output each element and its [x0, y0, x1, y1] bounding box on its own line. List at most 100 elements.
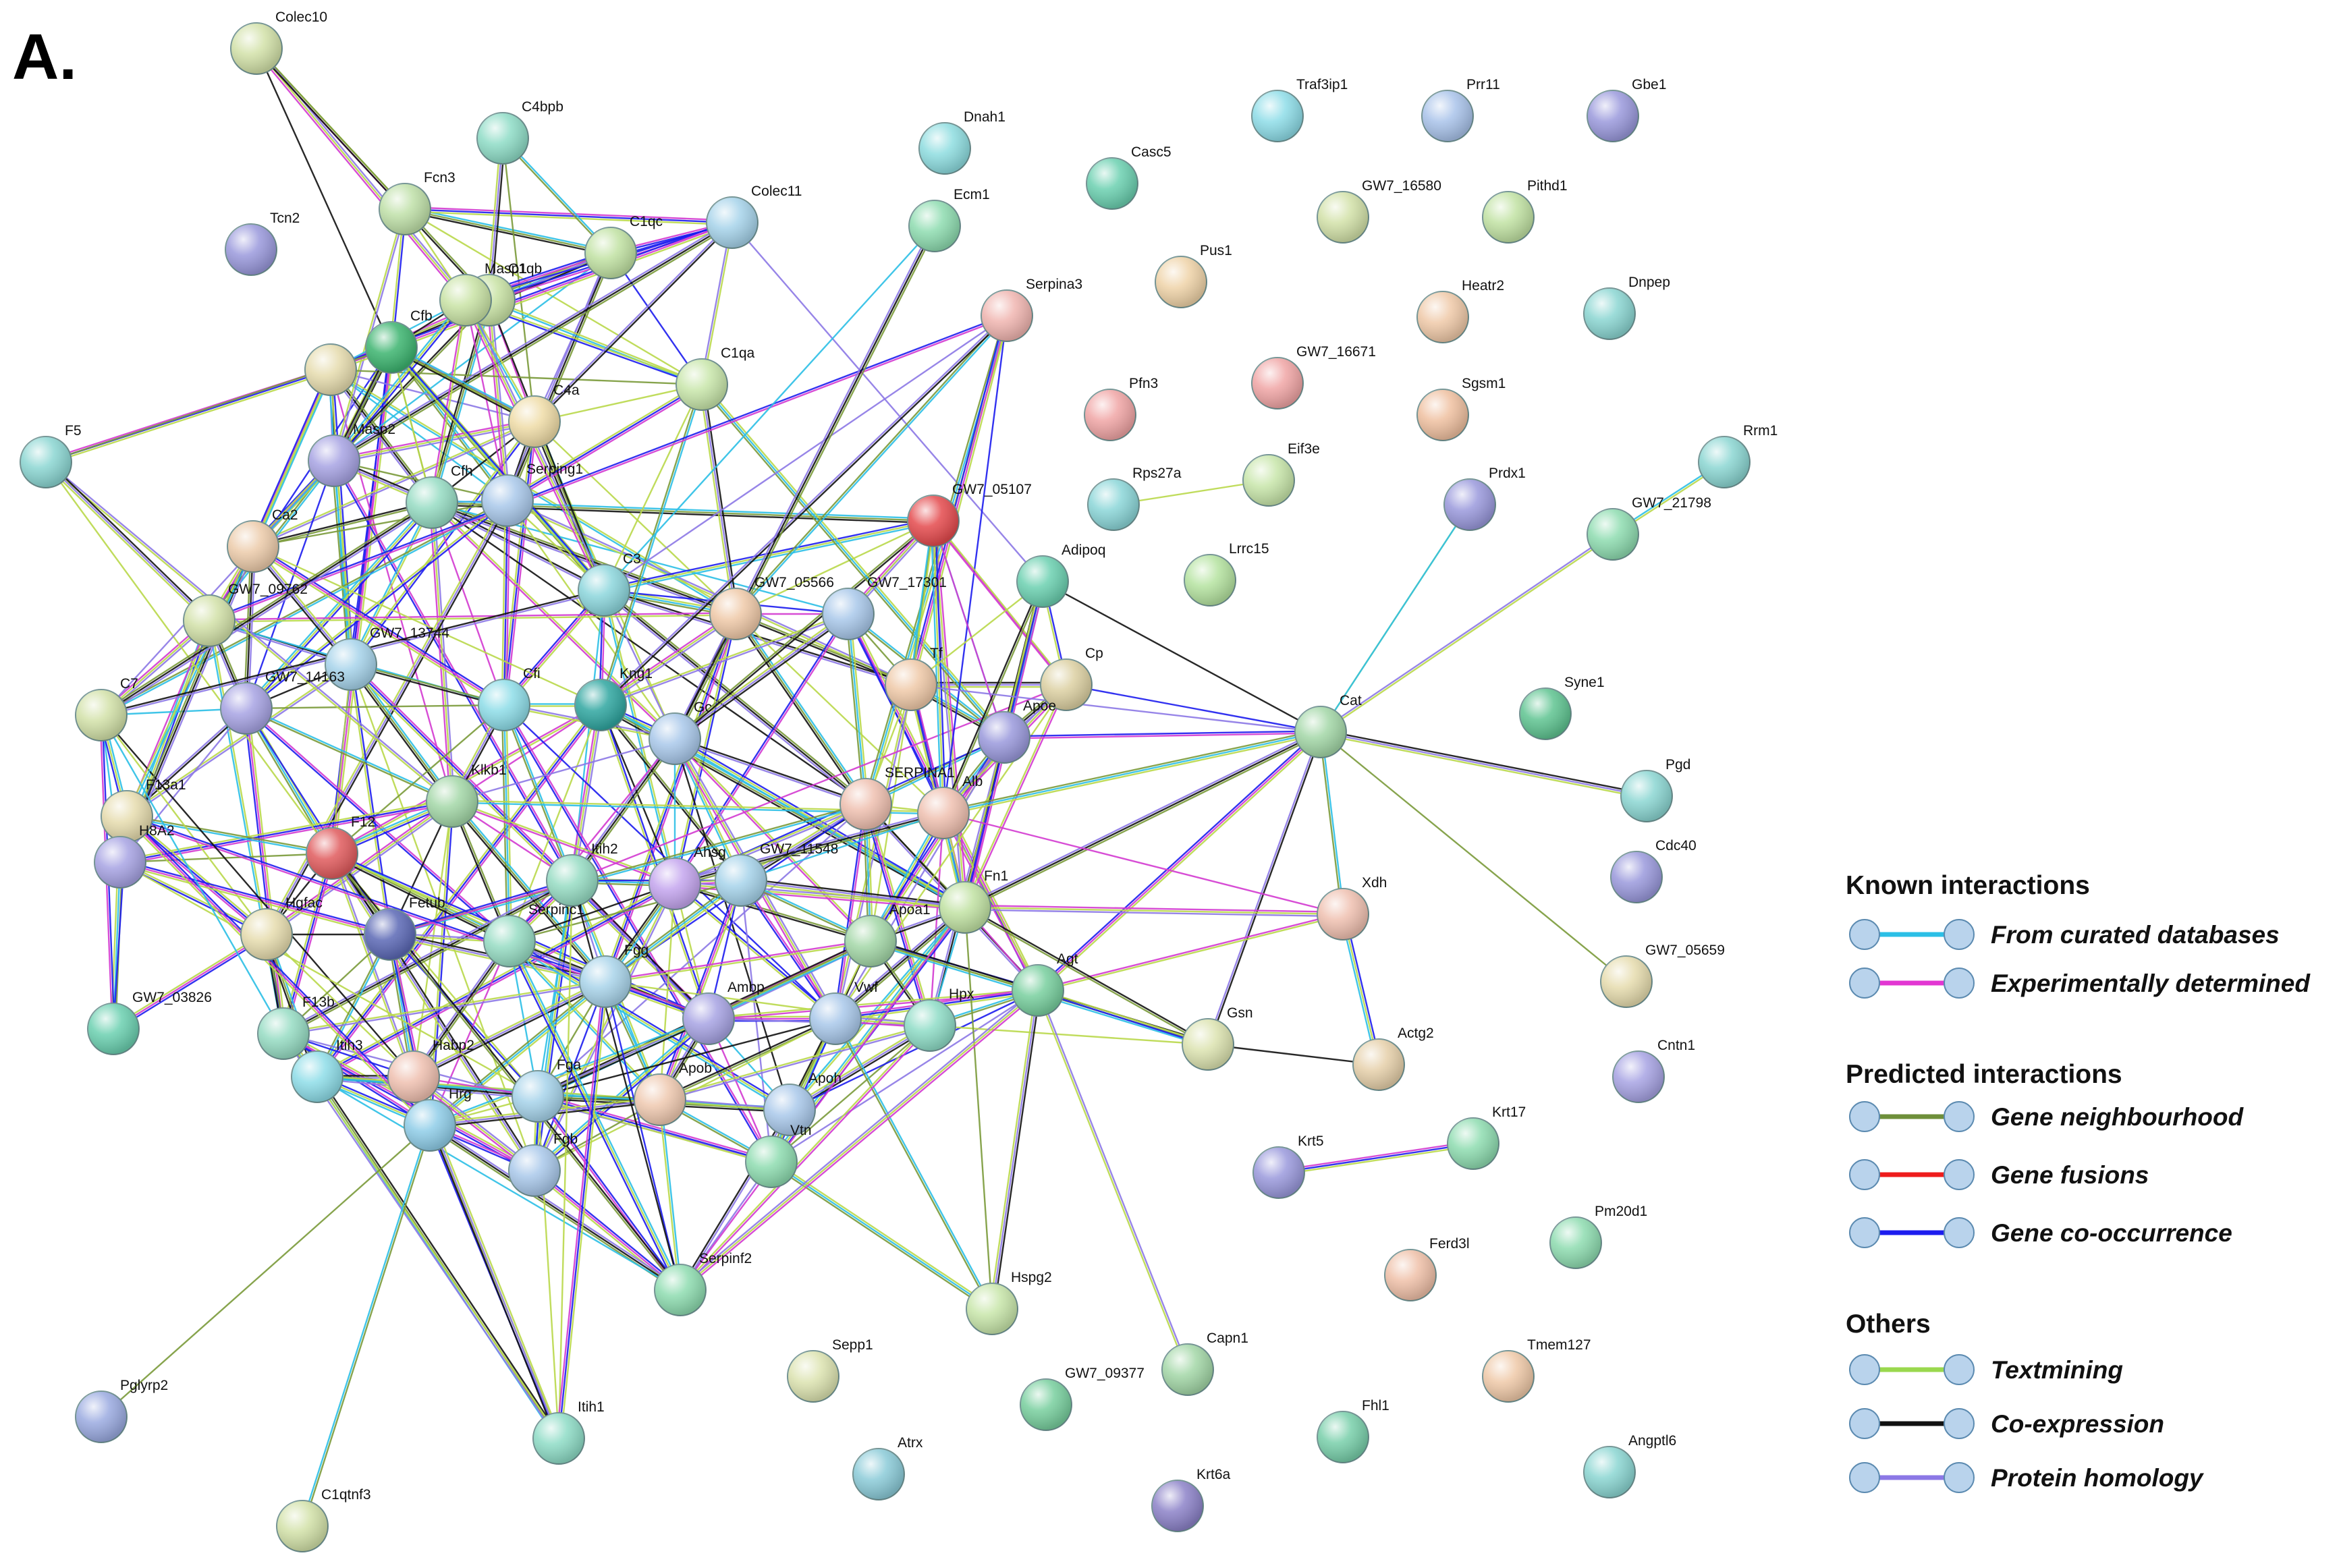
node-F13b[interactable]: F13b [257, 995, 335, 1060]
node-Colec10[interactable]: Colec10 [230, 9, 327, 75]
node-Itih2[interactable]: Itih2 [546, 841, 618, 907]
node-Masp1[interactable]: Masp1 [439, 261, 527, 327]
node-Casc5[interactable]: Casc5 [1086, 144, 1172, 210]
node-Colec11[interactable]: Colec11 [706, 184, 802, 249]
node-Klkb1[interactable]: Klkb1 [426, 762, 507, 828]
node-H8A2[interactable]: H8A2 [94, 823, 175, 889]
node-Heatr2[interactable]: Heatr2 [1416, 278, 1504, 343]
node-Fhl1[interactable]: Fhl1 [1317, 1398, 1389, 1463]
node-Dnpep[interactable]: Dnpep [1583, 275, 1670, 340]
node-Hrg[interactable]: Hrg [404, 1086, 472, 1152]
node-Fgg[interactable]: Fgg [579, 943, 649, 1008]
node-GW7_13744[interactable]: GW7_13744 [325, 625, 449, 691]
node-GW7_21798[interactable]: GW7_21798 [1587, 495, 1711, 561]
node-GW7_09377[interactable]: GW7_09377 [1020, 1366, 1145, 1431]
node-Apoe[interactable]: Apoe [978, 698, 1056, 764]
node-Fn1[interactable]: Fn1 [939, 868, 1008, 934]
node-Cfi[interactable]: Cfi [478, 666, 541, 731]
node-Gsn[interactable]: Gsn [1182, 1005, 1253, 1071]
node-Dnah1[interactable]: Dnah1 [918, 109, 1006, 175]
node-Pm20d1[interactable]: Pm20d1 [1549, 1204, 1647, 1269]
node-Cfb2[interactable] [304, 343, 357, 396]
node-Eif3e[interactable]: Eif3e [1242, 441, 1320, 507]
node-Krt17[interactable]: Krt17 [1447, 1104, 1526, 1170]
node-Vtn[interactable]: Vtn [745, 1123, 812, 1188]
node-Apob[interactable]: Apob [634, 1061, 712, 1126]
node-Sgsm1[interactable]: Sgsm1 [1416, 376, 1506, 441]
node-Tmem127[interactable]: Tmem127 [1482, 1337, 1591, 1403]
node-Ahsg[interactable]: Ahsg [649, 845, 726, 910]
node-Pus1[interactable]: Pus1 [1155, 243, 1232, 308]
node-Traf3ip1[interactable]: Traf3ip1 [1251, 77, 1348, 142]
node-Pglyrp2[interactable]: Pglyrp2 [75, 1378, 168, 1443]
node-Capn1[interactable]: Capn1 [1161, 1331, 1248, 1396]
node-GW7_09762[interactable]: GW7_09762 [183, 582, 308, 647]
node-Syne1[interactable]: Syne1 [1519, 675, 1605, 740]
node-Atrx[interactable]: Atrx [852, 1435, 923, 1501]
node-Fga[interactable]: Fga [512, 1057, 582, 1123]
node-Hgfac[interactable]: Hgfac [240, 895, 323, 961]
node-Ferd3l[interactable]: Ferd3l [1384, 1236, 1470, 1301]
node-Ca2[interactable]: Ca2 [227, 507, 298, 573]
node-Prdx1[interactable]: Prdx1 [1443, 466, 1526, 531]
node-Xdh[interactable]: Xdh [1317, 875, 1387, 941]
node-Apoa1[interactable]: Apoa1 [844, 902, 931, 968]
node-Adipoq[interactable]: Adipoq [1016, 542, 1105, 608]
node-Rps27a[interactable]: Rps27a [1087, 466, 1182, 531]
node-GW7_11548[interactable]: GW7_11548 [715, 841, 838, 907]
node-Serping1[interactable]: Serping1 [481, 461, 583, 527]
node-Gc[interactable]: Gc [649, 700, 712, 765]
node-Gbe1[interactable]: Gbe1 [1587, 77, 1666, 142]
node-Ambp[interactable]: Ambp [682, 980, 765, 1045]
node-GW7_03826[interactable]: GW7_03826 [87, 990, 212, 1055]
node-GW7_05659[interactable]: GW7_05659 [1600, 943, 1725, 1008]
node-F13a1[interactable]: F13a1 [101, 777, 186, 843]
node-Serpina3[interactable]: Serpina3 [981, 277, 1082, 342]
node-Cfh[interactable]: Cfh [406, 464, 473, 529]
node-C4a[interactable]: C4a [508, 383, 580, 448]
node-GW7_14163[interactable]: GW7_14163 [220, 669, 345, 735]
node-F12[interactable]: F12 [306, 814, 375, 880]
node-Masp2[interactable]: Masp2 [308, 422, 395, 487]
node-C3[interactable]: C3 [578, 551, 641, 617]
node-Cp[interactable]: Cp [1040, 646, 1103, 711]
node-Prr11[interactable]: Prr11 [1421, 77, 1500, 142]
node-GW7_16580[interactable]: GW7_16580 [1317, 178, 1441, 244]
node-Fcn3[interactable]: Fcn3 [379, 170, 456, 235]
node-Pgd[interactable]: Pgd [1620, 757, 1690, 822]
node-Serpinf2[interactable]: Serpinf2 [654, 1251, 752, 1316]
node-Serpinc1[interactable]: Serpinc1 [483, 902, 584, 968]
node-Itih1[interactable]: Itih1 [532, 1399, 605, 1465]
node-Actg2[interactable]: Actg2 [1352, 1026, 1434, 1091]
node-Pfn3[interactable]: Pfn3 [1084, 376, 1158, 441]
node-Alb[interactable]: Alb [917, 774, 983, 839]
node-GW7_05107[interactable]: GW7_05107 [907, 482, 1032, 547]
node-Fgb[interactable]: Fgb [508, 1131, 578, 1197]
node-C1qa[interactable]: C1qa [676, 345, 755, 411]
node-Cat[interactable]: Cat [1294, 693, 1362, 758]
node-C7[interactable]: C7 [75, 676, 138, 741]
node-Habp2[interactable]: Habp2 [387, 1038, 474, 1103]
node-C4bpb[interactable]: C4bpb [476, 99, 563, 165]
node-Cdc40[interactable]: Cdc40 [1610, 838, 1697, 903]
node-Cfb[interactable]: Cfb [365, 308, 433, 374]
node-SERPINA1[interactable]: SERPINA1 [840, 765, 955, 831]
node-Lrrc15[interactable]: Lrrc15 [1184, 541, 1269, 607]
node-F5[interactable]: F5 [20, 423, 82, 488]
node-Rrm1[interactable]: Rrm1 [1698, 423, 1778, 488]
node-Tcn2[interactable]: Tcn2 [225, 211, 300, 276]
node-Hspg2[interactable]: Hspg2 [966, 1270, 1052, 1335]
node-Hpx[interactable]: Hpx [904, 986, 974, 1052]
node-Ecm1[interactable]: Ecm1 [908, 187, 990, 252]
node-C1qc[interactable]: C1qc [584, 214, 663, 279]
node-GW7_05566[interactable]: GW7_05566 [709, 575, 834, 640]
node-Krt6a[interactable]: Krt6a [1151, 1467, 1231, 1532]
node-Agt[interactable]: Agt [1012, 951, 1078, 1017]
node-GW7_17301[interactable]: GW7_17301 [822, 575, 947, 640]
node-GW7_16671[interactable]: GW7_16671 [1251, 344, 1376, 410]
node-Kng1[interactable]: Kng1 [574, 666, 653, 731]
node-Sepp1[interactable]: Sepp1 [787, 1337, 873, 1403]
node-Fetub[interactable]: Fetub [364, 895, 445, 961]
node-Angptl6[interactable]: Angptl6 [1583, 1433, 1676, 1499]
node-Krt5[interactable]: Krt5 [1253, 1133, 1324, 1199]
